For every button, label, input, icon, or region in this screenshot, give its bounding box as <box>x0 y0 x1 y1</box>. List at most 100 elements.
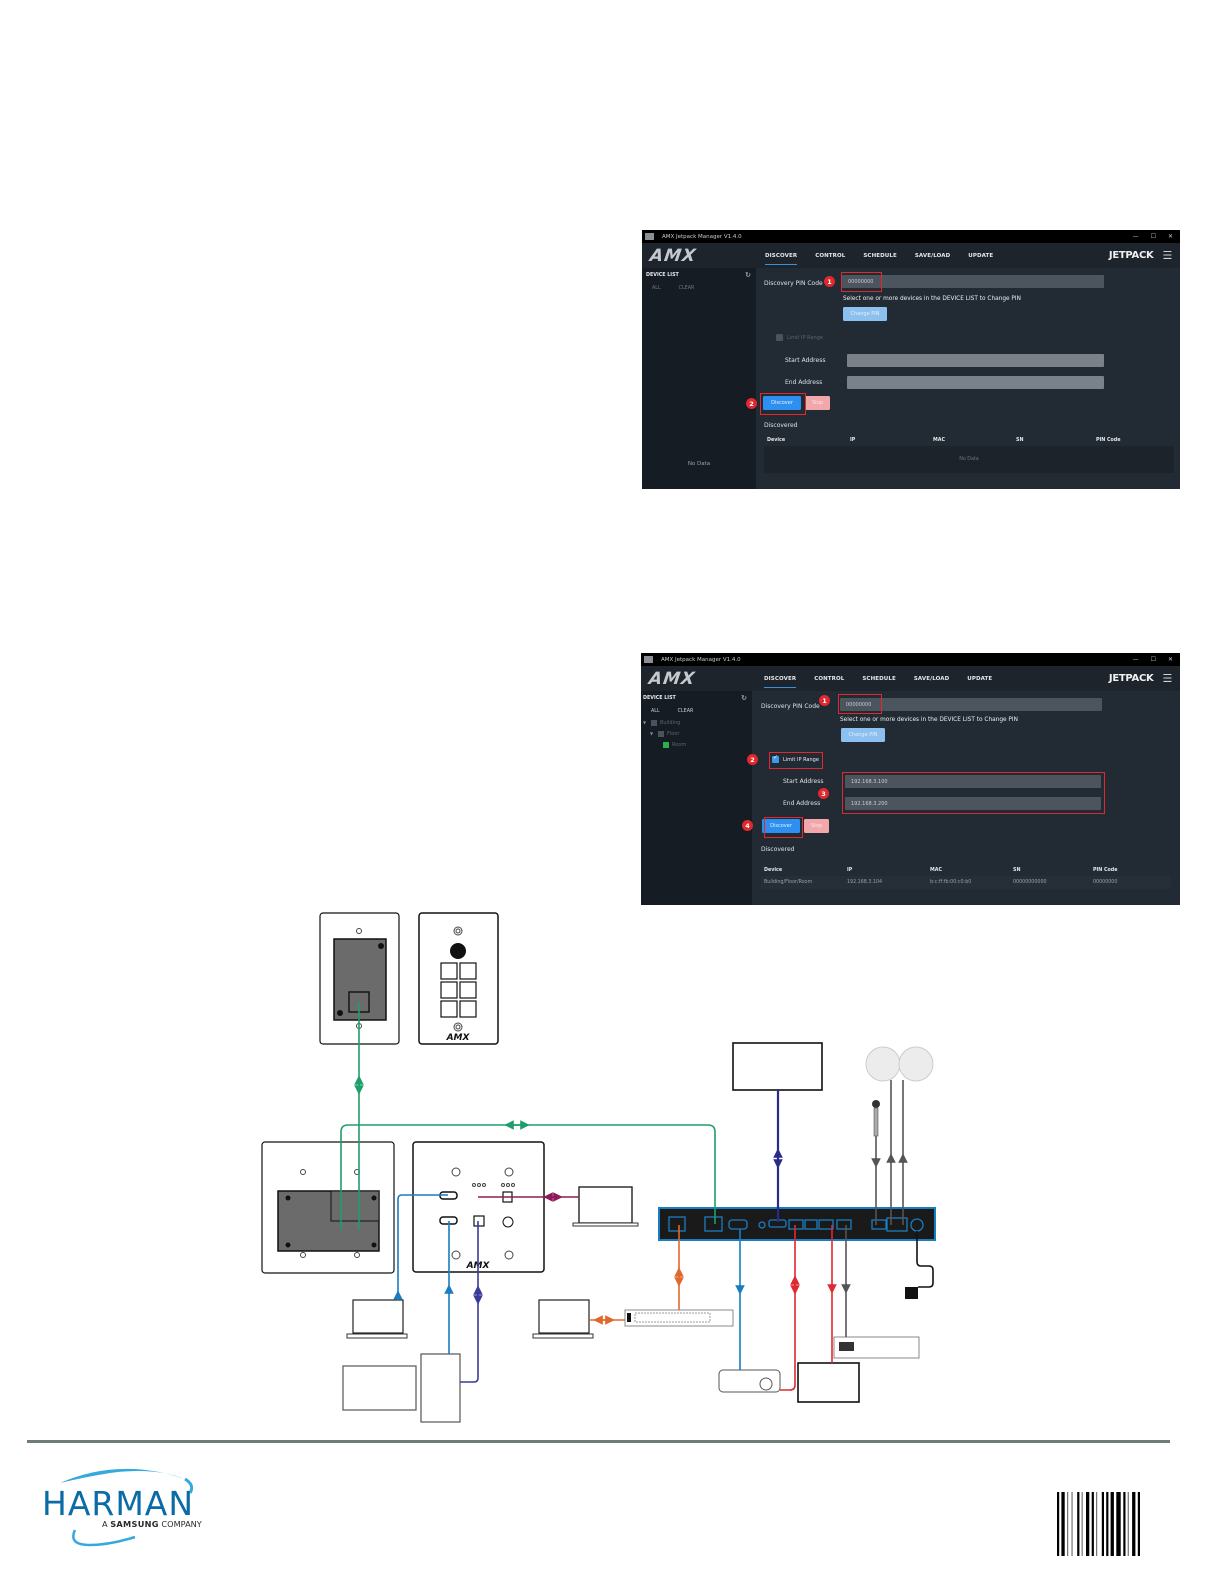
amx-plate-logo: AMX <box>446 1033 471 1043</box>
step-badge-2: 2 <box>747 754 758 765</box>
tab-discover[interactable]: DISCOVER <box>756 243 806 268</box>
close-button[interactable]: ✕ <box>1167 656 1173 663</box>
jetpack-brand: JETPACK <box>1108 250 1154 261</box>
node-checkbox[interactable] <box>658 730 664 737</box>
hamburger-menu-icon[interactable]: ☰ <box>1162 249 1172 262</box>
barcode-bar <box>1137 1492 1140 1556</box>
barcode-bar <box>1071 1492 1073 1556</box>
amplifier-icon <box>833 1336 920 1359</box>
barcode-bar <box>1081 1492 1083 1556</box>
jetpack-screenshot-1: AMX Jetpack Manager V1.4.0 — ☐ ✕ AMX DIS… <box>642 230 1180 489</box>
expand-caret-icon[interactable]: ▼ <box>643 720 647 725</box>
tree-node-label: Room <box>672 741 687 748</box>
checkbox-checked-icon[interactable] <box>772 754 779 763</box>
pin-code-input[interactable]: 00000000 <box>842 275 1104 288</box>
minimize-button[interactable]: — <box>1132 656 1139 663</box>
tab-update[interactable]: UPDATE <box>967 675 993 682</box>
barcode-bar <box>1116 1492 1121 1556</box>
clear-button[interactable]: CLEAR <box>677 708 694 714</box>
tab-save-load[interactable]: SAVE/LOAD <box>914 252 951 259</box>
limit-ip-range-checkbox[interactable]: Limit IP Range <box>776 334 823 341</box>
column-device[interactable]: Device <box>767 437 786 443</box>
tab-control[interactable]: CONTROL <box>814 675 845 682</box>
table-empty: No Data <box>764 446 1174 473</box>
tab-control[interactable]: CONTROL <box>815 252 846 259</box>
tagline-samsung: SAMSUNG <box>110 1519 159 1529</box>
start-address-input[interactable]: 192.168.3.100 <box>845 775 1101 788</box>
column-pin-code[interactable]: PIN Code <box>1096 437 1121 443</box>
column-pin-code[interactable]: PIN Code <box>1093 867 1118 873</box>
pc-tower-icon <box>420 1353 461 1423</box>
select-all-button[interactable]: ALL <box>651 708 660 714</box>
discover-button[interactable]: Discover <box>763 396 801 410</box>
limit-ip-range-checkbox[interactable]: Limit IP Range <box>772 754 819 763</box>
column-ip[interactable]: IP <box>847 867 853 873</box>
minimize-button[interactable]: — <box>1132 233 1139 240</box>
select-all-button[interactable]: ALL <box>652 285 661 291</box>
barcode-bar <box>1061 1492 1065 1556</box>
column-device[interactable]: Device <box>764 867 783 873</box>
column-sn[interactable]: SN <box>1013 867 1021 873</box>
device-list-title: DEVICE LIST <box>646 272 679 278</box>
clear-button[interactable]: CLEAR <box>678 285 695 291</box>
change-pin-button[interactable]: Change PIN <box>841 728 885 742</box>
maximize-button[interactable]: ☐ <box>1150 656 1156 663</box>
checkbox-box[interactable] <box>776 334 783 341</box>
jetpack-brand: JETPACK <box>1108 673 1154 684</box>
tree-node-floor[interactable]: ▼ Floor <box>643 728 752 739</box>
tab-schedule[interactable]: SCHEDULE <box>863 252 897 259</box>
window-title: AMX Jetpack Manager V1.4.0 <box>662 233 742 240</box>
end-address-input[interactable]: 192.168.3.200 <box>845 797 1101 810</box>
tab-schedule[interactable]: SCHEDULE <box>862 675 896 682</box>
column-mac[interactable]: MAC <box>933 437 946 443</box>
start-address-input[interactable] <box>847 354 1104 367</box>
end-address-input[interactable] <box>847 376 1104 389</box>
pc-monitor-icon <box>342 1365 417 1411</box>
maximize-button[interactable]: ☐ <box>1150 233 1156 240</box>
column-mac[interactable]: MAC <box>930 867 943 873</box>
pin-code-label: Discovery PIN Code <box>764 280 823 287</box>
close-button[interactable]: ✕ <box>1167 233 1173 240</box>
tree-node-label: Building <box>660 719 681 726</box>
usb-b-port-icon <box>473 1215 485 1227</box>
node-checkbox[interactable] <box>651 719 657 726</box>
volume-knob-icon <box>450 943 466 959</box>
step-badge-4: 4 <box>742 820 753 831</box>
discovered-table: Device IP MAC SN PIN Code Building/Floor… <box>761 864 1171 889</box>
stop-button[interactable]: Stop <box>805 396 830 410</box>
barcode-bar <box>1127 1492 1129 1556</box>
stop-button[interactable]: Stop <box>804 819 829 833</box>
barcode-bar <box>1110 1492 1114 1556</box>
keypad-wall-plate: AMX <box>418 912 499 1045</box>
cell-sn: 00000000000 <box>1013 880 1047 885</box>
table-row[interactable]: Building/Floor/Room 192.168.3.104 b:c:ff… <box>761 876 1171 889</box>
tab-update[interactable]: UPDATE <box>968 252 994 259</box>
refresh-icon[interactable]: ↻ <box>745 271 751 279</box>
tab-discover[interactable]: DISCOVER <box>755 666 805 691</box>
barcode-bar <box>1106 1492 1109 1556</box>
pin-code-input[interactable]: 00000000 <box>840 698 1102 711</box>
start-address-label: Start Address <box>785 357 826 364</box>
device-list-sidebar: DEVICE LIST ↻ ALL CLEAR ▼ Building ▼ Flo… <box>641 691 752 905</box>
laptop-icon <box>532 1299 594 1339</box>
discover-button[interactable]: Discover <box>762 819 800 833</box>
column-sn[interactable]: SN <box>1016 437 1024 443</box>
tagline-prefix: A <box>102 1519 111 1529</box>
tree-node-building[interactable]: ▼ Building <box>643 717 752 728</box>
harman-wordmark: HARMAN <box>42 1484 195 1523</box>
cell-pin: 00000000 <box>1093 880 1118 885</box>
tree-node-room[interactable]: Room <box>643 739 752 750</box>
device-online-icon[interactable] <box>663 741 669 748</box>
tab-save-load[interactable]: SAVE/LOAD <box>913 675 950 682</box>
column-ip[interactable]: IP <box>850 437 856 443</box>
hamburger-menu-icon[interactable]: ☰ <box>1162 672 1172 685</box>
expand-caret-icon[interactable]: ▼ <box>650 731 654 736</box>
microphone-icon <box>872 1100 880 1137</box>
barcode-bar <box>1132 1492 1136 1556</box>
refresh-icon[interactable]: ↻ <box>741 694 747 702</box>
device-list-empty: No Data <box>687 461 711 467</box>
network-switch-icon <box>624 1309 734 1327</box>
table-header: Device IP MAC SN PIN Code <box>764 434 1174 446</box>
app-icon <box>644 656 653 663</box>
change-pin-button[interactable]: Change PIN <box>843 307 887 321</box>
